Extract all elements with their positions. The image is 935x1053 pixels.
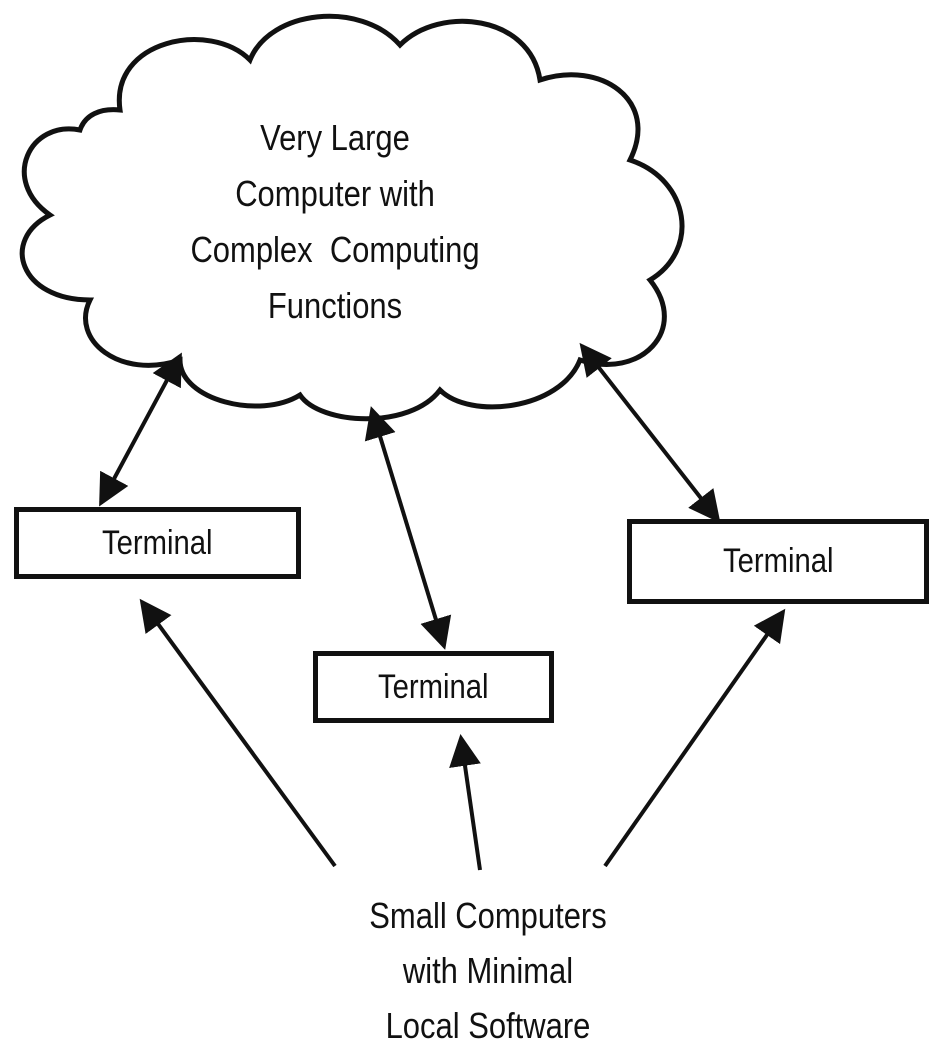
cloud-label: Very Large Computer with Complex Computi… [142,110,529,334]
arrow-cloud-terminal-middle [364,406,452,650]
cloud-shape [19,13,685,422]
terminal-label: Terminal [102,523,213,562]
bottom-line: with Minimal [402,950,574,991]
terminal-box-right: Terminal [627,519,929,604]
arrow-small-to-terminal-left [139,598,337,868]
arrow-small-to-terminal-middle [449,734,482,871]
arrow-cloud-terminal-left [99,352,182,507]
terminal-box-left: Terminal [14,507,301,579]
terminal-label: Terminal [722,542,834,580]
bottom-line: Local Software [385,1005,591,1046]
cloud-line: Functions [267,285,403,326]
cloud-line: Very Large [260,117,410,158]
cloud-line: Computer with [235,173,435,214]
terminal-box-middle: Terminal [313,651,554,723]
terminal-label: Terminal [378,667,489,706]
arrow-cloud-terminal-right [579,342,721,524]
cloud-line: Complex Computing [190,229,480,270]
arrow-small-to-terminal-right [603,608,786,868]
small-computers-label: Small Computers with Minimal Local Softw… [316,888,660,1053]
bottom-line: Small Computers [369,895,607,936]
